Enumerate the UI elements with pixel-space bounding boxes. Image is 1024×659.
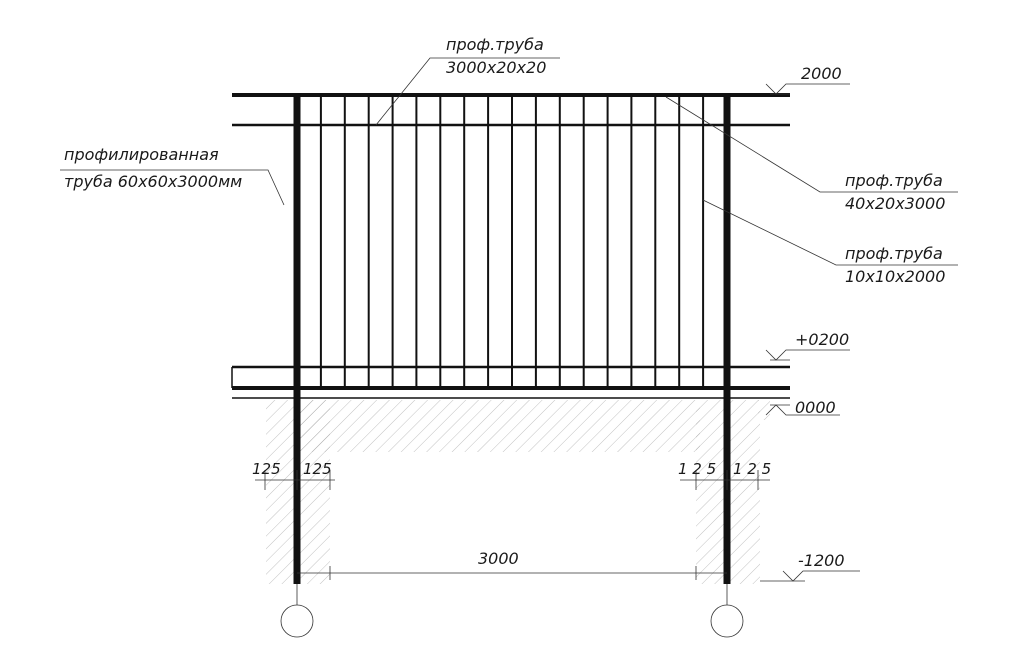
right-edge-hatch	[758, 400, 770, 420]
picket-label-2: 10x10x2000	[845, 267, 945, 286]
dimension-lines	[255, 470, 770, 580]
leader-rail-40	[665, 96, 958, 193]
dimension-labels: 125 125 1 2 5 1 2 5 3000	[252, 460, 771, 568]
elevation-labels: 2000 +0200 0000 -1200	[795, 64, 849, 570]
pickets	[319, 95, 705, 388]
right-axis-circle	[710, 604, 744, 638]
leader-top-rail	[375, 57, 560, 126]
callout-labels: проф.труба 3000x20x20 профилированная тр…	[64, 35, 945, 286]
elev-marker-top	[765, 83, 850, 95]
strip-foundation-hatch	[300, 400, 700, 452]
rail-40-label-1: проф.труба	[845, 171, 943, 190]
dim-left-b: 125	[303, 460, 332, 478]
top-rail-label-2: 3000x20x20	[446, 58, 546, 77]
post-label-1: профилированная	[64, 145, 219, 164]
rail-40-label-2: 40x20x3000	[845, 194, 945, 213]
leader-picket	[702, 199, 958, 266]
elevation-markers	[760, 83, 860, 582]
elev-bottom-label: -1200	[798, 551, 845, 570]
picket-label-1: проф.труба	[845, 244, 943, 263]
top-rail-label-1: проф.труба	[446, 35, 544, 54]
leader-lines	[60, 57, 958, 266]
elev-marker-rail	[765, 349, 850, 361]
dim-span: 3000	[478, 549, 519, 568]
leader-post	[60, 169, 285, 206]
dim-right-b: 1 2 5	[733, 460, 771, 478]
elev-marker-bottom	[782, 570, 860, 582]
elev-marker-ground	[765, 404, 840, 416]
axis-markers	[280, 584, 744, 638]
elev-rail-label: +0200	[795, 330, 849, 349]
dim-right-a: 1 2 5	[678, 460, 716, 478]
posts	[293, 95, 731, 584]
elev-top-label: 2000	[801, 64, 842, 83]
elev-ground-label: 0000	[795, 398, 836, 417]
dim-left-a: 125	[252, 460, 281, 478]
left-axis-circle	[280, 604, 314, 638]
post-label-2: труба 60x60x3000мм	[64, 172, 242, 191]
